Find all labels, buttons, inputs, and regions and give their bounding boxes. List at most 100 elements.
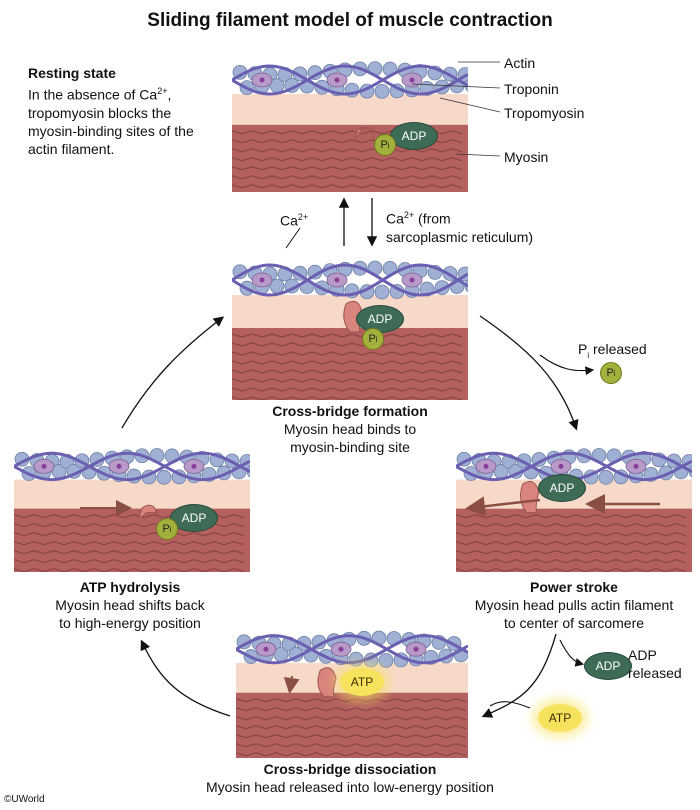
actin-bead xyxy=(156,469,172,485)
troponin-dot xyxy=(263,646,269,652)
myosin-fiber xyxy=(232,166,463,171)
myosin-fiber xyxy=(236,707,467,712)
calcium-right-label: Ca2+ (from sarcoplasmic reticulum) xyxy=(386,210,534,245)
cross-bridge-formation-illustration xyxy=(232,250,468,400)
myosin-filament xyxy=(236,692,468,758)
resting-state-desc-line1: In the absence of Ca2+, xyxy=(28,86,172,103)
actin-bead xyxy=(378,652,394,668)
tropomyosin-strand xyxy=(456,451,692,482)
myosin-fiber xyxy=(14,541,245,546)
power-to-dissociation-arrow xyxy=(481,633,557,718)
myosin-head xyxy=(139,504,159,518)
myosin-fiber xyxy=(232,157,463,162)
myosin-fiber xyxy=(14,532,245,537)
myosin-head xyxy=(317,667,337,698)
tropomyosin-strand xyxy=(14,451,250,482)
myosin-label: Myosin xyxy=(504,149,549,165)
troponin-leader xyxy=(411,83,501,89)
myosin-fiber xyxy=(236,743,467,748)
troponin-dot xyxy=(41,463,47,469)
tropomyosin-label: Tropomyosin xyxy=(504,105,585,121)
myosin-head xyxy=(520,481,540,514)
myosin-fiber xyxy=(232,148,463,153)
myosin-fiber xyxy=(232,369,463,374)
adp-badge: ADP xyxy=(170,504,218,532)
sarcoplasm-band xyxy=(232,94,468,125)
myosin-fiber xyxy=(232,360,463,365)
troponin-dot xyxy=(409,277,415,283)
myosin-fiber xyxy=(232,342,463,347)
myosin-fiber xyxy=(456,523,687,528)
myosin-fiber xyxy=(236,698,467,703)
adp-badge: ADP xyxy=(390,122,438,150)
troponin-dot xyxy=(116,463,122,469)
myosin-fiber xyxy=(232,184,463,189)
power-stroke-heading: Power stroke xyxy=(530,579,618,595)
cross-bridge-dissociation-heading: Cross-bridge dissociation xyxy=(263,761,437,777)
myosin-fiber xyxy=(456,532,687,537)
tropomyosin-strand xyxy=(232,263,468,297)
actin-bead xyxy=(598,469,614,485)
page-title: Sliding filament model of muscle contrac… xyxy=(147,10,553,31)
myosin-fiber xyxy=(232,387,463,392)
power-stroke-caption: Power stroke Myosin head pulls actin fil… xyxy=(450,578,698,632)
atp-hydrolysis-caption: ATP hydrolysis Myosin head shifts back t… xyxy=(10,578,250,632)
troponin-dot xyxy=(483,463,489,469)
troponin-dot xyxy=(413,646,419,652)
myosin-fiber xyxy=(14,568,245,572)
formation-to-power-arrow xyxy=(479,315,579,431)
tropomyosin-leader xyxy=(439,97,501,113)
tropomyosin-strand xyxy=(236,634,468,665)
atp-hydrolysis-heading: ATP hydrolysis xyxy=(79,579,181,595)
myosin-fiber xyxy=(232,175,463,180)
myosin-fiber xyxy=(236,716,467,721)
troponin-dot xyxy=(259,277,265,283)
tropomyosin-strand xyxy=(236,634,468,665)
troponin-dot xyxy=(334,277,340,283)
myosin-fiber xyxy=(236,734,467,739)
myosin-leader xyxy=(455,153,501,157)
myosin-fiber xyxy=(14,559,245,564)
tropomyosin-strand xyxy=(232,64,468,96)
cross-bridge-dissociation-caption: Cross-bridge dissociation Myosin head re… xyxy=(180,760,520,796)
myosin-fiber xyxy=(232,378,463,383)
adp-release-arrow xyxy=(559,639,585,667)
resting-state-desc-line4: actin filament. xyxy=(28,140,115,157)
myosin-fiber xyxy=(236,725,467,730)
hydrolysis-to-formation-arrow xyxy=(121,316,225,429)
actin-pull-arrow xyxy=(465,496,541,517)
resting-state-desc-line2: tropomyosin blocks the xyxy=(28,104,172,121)
release-down-arrow xyxy=(283,675,300,694)
myosin-fiber xyxy=(236,752,467,757)
adp-badge: ADP xyxy=(356,305,404,333)
dissociation-to-hydrolysis-arrow xyxy=(140,639,231,717)
myosin-fiber xyxy=(456,514,687,519)
troponin-dot xyxy=(409,77,415,83)
actin-bead xyxy=(374,83,390,99)
myosin-fiber xyxy=(456,559,687,564)
sarcoplasm-band xyxy=(14,479,250,509)
resting-state-desc-line3: myosin-binding sites of the xyxy=(28,122,194,139)
calcium-left-label: Ca2+ xyxy=(280,212,309,229)
troponin-dot xyxy=(558,463,564,469)
myosin-fiber xyxy=(232,333,463,338)
myosin-filament xyxy=(456,508,692,572)
troponin-dot xyxy=(633,463,639,469)
copyright: ©UWorld xyxy=(4,794,45,805)
adp-released-badge: ADP xyxy=(584,652,632,680)
troponin-dot xyxy=(259,77,265,83)
troponin-dot xyxy=(338,646,344,652)
myosin-fiber xyxy=(456,550,687,555)
cross-bridge-formation-heading: Cross-bridge formation xyxy=(272,403,428,419)
myosin-fiber xyxy=(14,550,245,555)
myosin-fiber xyxy=(456,568,687,572)
tropomyosin-strand xyxy=(14,451,250,482)
troponin-label: Troponin xyxy=(504,81,559,97)
atp-in-arrow xyxy=(489,701,531,709)
atp-badge: ATP xyxy=(340,668,384,696)
